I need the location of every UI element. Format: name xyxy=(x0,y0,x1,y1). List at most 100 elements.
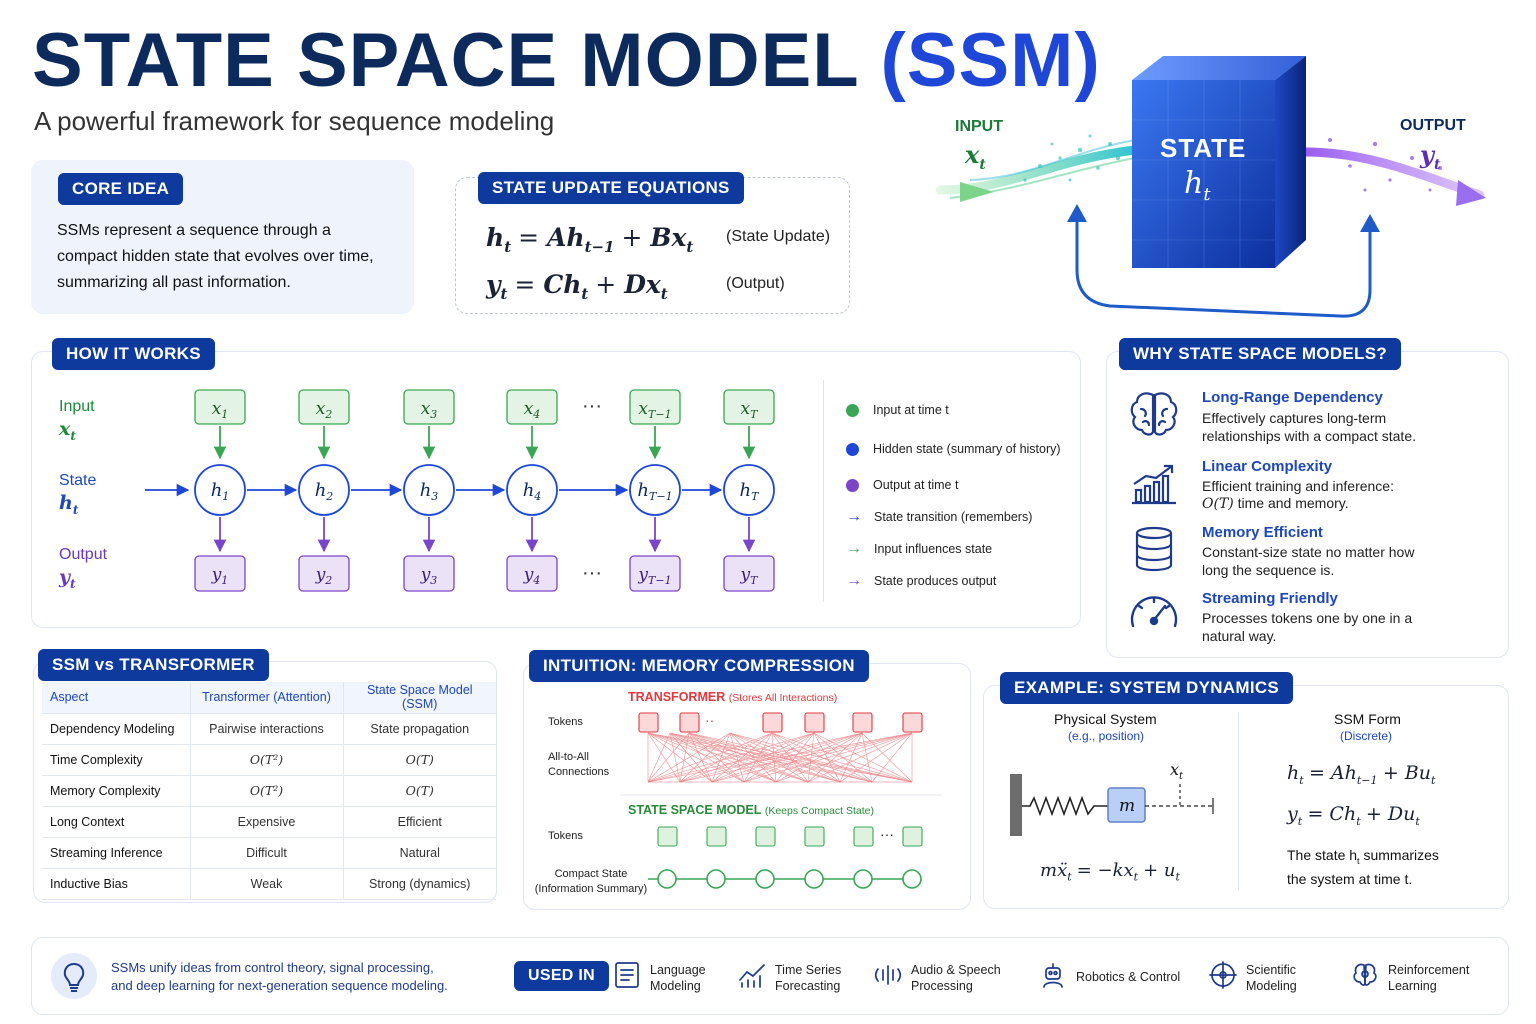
compact-state-node xyxy=(804,869,824,889)
transformer-token xyxy=(762,712,783,733)
example-right-sub: (Discrete) xyxy=(1340,729,1393,743)
sound-wave-icon xyxy=(874,965,902,985)
legend-arrow-icon: → xyxy=(846,508,862,525)
versus-tag: SSM vs TRANSFORMER xyxy=(38,649,269,681)
comparison-table: Aspect Transformer (Attention) State Spa… xyxy=(42,682,496,900)
title-main: STATE SPACE MODEL xyxy=(32,18,859,103)
table-cell: Strong (dynamics) xyxy=(342,868,496,900)
table-cell: O(T) xyxy=(342,744,496,776)
table-cell: Difficult xyxy=(189,837,343,869)
table-header: Transformer (Attention) xyxy=(189,682,343,714)
legend-item: → State transition (remembers) xyxy=(846,508,1033,525)
table-cell: Streaming Inference xyxy=(42,837,190,869)
example-ssm-eq-2: yt = Cht + Dut xyxy=(1287,803,1420,828)
all-to-all-connections xyxy=(647,732,913,783)
lightbulb-icon xyxy=(51,953,97,999)
footer-bar xyxy=(31,937,1509,1015)
table-cell: Memory Complexity xyxy=(42,775,190,807)
example-tag: EXAMPLE: SYSTEM DYNAMICS xyxy=(1000,672,1294,704)
hero-output-label: OUTPUT xyxy=(1400,117,1466,134)
input-node: x4 xyxy=(506,389,558,425)
table-cell: State propagation xyxy=(342,713,496,745)
ellipsis-top: ··· xyxy=(582,395,602,417)
why-desc-3: Processes tokens one by one in a natural… xyxy=(1202,610,1413,644)
ssm-token xyxy=(853,826,874,847)
compact-state-node xyxy=(755,869,775,889)
input-node: x3 xyxy=(403,389,455,425)
hero-state-label: STATE xyxy=(1160,133,1247,163)
compact-state-node xyxy=(902,869,922,889)
intuition-ssm-title: STATE SPACE MODEL (Keeps Compact State) xyxy=(628,803,874,817)
legend-item: →State produces output xyxy=(846,573,997,589)
intuition-compact-label: Compact State(Information Summary) xyxy=(534,868,648,895)
spring-mass-diagram xyxy=(1010,774,1214,836)
table-cell: O(T²) xyxy=(189,775,343,807)
ssm-token xyxy=(706,826,727,847)
state-node: h2 xyxy=(298,464,350,516)
row-label-state: State ht xyxy=(59,472,97,517)
input-arrowhead xyxy=(960,182,994,202)
equations-tag: STATE UPDATE EQUATIONS xyxy=(478,172,744,204)
equation-label-state: (State Update) xyxy=(726,228,831,245)
example-card: EXAMPLE: SYSTEM DYNAMICS xyxy=(983,672,1509,909)
database-icon xyxy=(1135,526,1173,572)
legend-dot-icon xyxy=(846,478,859,492)
equation-output: yt = Cht + Dxt xyxy=(486,270,668,303)
intuition-diagram xyxy=(620,712,942,889)
used-in-item: Robotics & Control xyxy=(1076,970,1181,984)
legend-text: State produces output xyxy=(874,574,997,588)
input-node: x1 xyxy=(194,389,246,425)
transformer-token xyxy=(679,712,700,733)
example-left-eq: mẍt = −kxt + ut xyxy=(1040,860,1180,884)
table-header: State Space Model (SSM) xyxy=(342,682,496,714)
mass-label: m xyxy=(1119,796,1136,816)
table-cell: O(T²) xyxy=(189,744,343,776)
ssm-token xyxy=(755,826,776,847)
state-node: h3 xyxy=(403,464,455,516)
legend-dot-icon xyxy=(846,403,859,417)
line-chart-icon xyxy=(739,964,765,988)
intuition-ssm-dots: ··· xyxy=(880,826,894,842)
legend-text: Output at time t xyxy=(873,478,959,492)
brain-gear-icon xyxy=(1353,963,1377,986)
example-note: The state ht summarizes the system at ti… xyxy=(1287,847,1439,887)
example-divider xyxy=(1238,712,1239,890)
table-cell: Weak xyxy=(189,868,343,900)
legend-item: Output at time t xyxy=(846,478,958,492)
gauge-icon xyxy=(1130,596,1178,628)
example-left-title: Physical System xyxy=(1054,711,1157,727)
state-cube-illustration xyxy=(935,56,1486,318)
legend-arrow-icon: → xyxy=(846,540,862,557)
output-node: y2 xyxy=(298,555,350,592)
equation-state-update: ht = Aht−1 + Bxt xyxy=(486,223,694,256)
example-left-sub: (e.g., position) xyxy=(1068,729,1145,743)
row-label-output: Output yt xyxy=(59,546,108,591)
legend-text: State transition (remembers) xyxy=(874,510,1033,524)
cube-top xyxy=(1132,56,1306,80)
legend-dot-icon xyxy=(846,442,859,456)
feedback-loop-arrow xyxy=(1075,220,1372,318)
hero-output-var: yt xyxy=(1420,140,1441,173)
intuition-tag: INTUITION: MEMORY COMPRESSION xyxy=(529,650,869,682)
input-node: xT−1 xyxy=(629,389,681,425)
transformer-token xyxy=(852,712,873,733)
mass-block xyxy=(1107,787,1146,823)
table-cell: O(T) xyxy=(342,775,496,807)
output-node: yT xyxy=(723,555,775,592)
recurrence-diagram: x1h1y1x2h2y2x3h3y3x4h4y4xT−1hT−1yT−1xThT… xyxy=(145,389,775,592)
output-arrowhead xyxy=(1456,180,1486,206)
table-cell: Pairwise interactions xyxy=(189,713,343,745)
output-node: y1 xyxy=(194,555,246,592)
intuition-transformer-dots: ·· xyxy=(705,712,715,728)
why-desc-0: Effectively captures long-term relations… xyxy=(1202,410,1416,444)
example-ssm-eq-1: ht = Aht−1 + But xyxy=(1287,762,1436,787)
state-node: hT xyxy=(723,464,775,516)
